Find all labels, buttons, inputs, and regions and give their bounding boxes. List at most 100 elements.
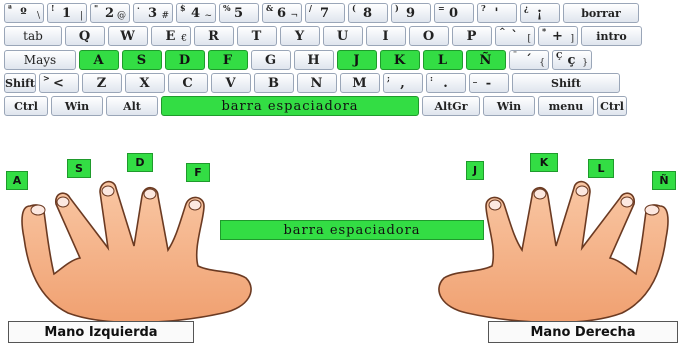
key-label: tab — [23, 29, 43, 43]
keyboard-row-bottom-letters: Shift >< Z X C V B N M ;, :. _- Shift — [4, 73, 620, 95]
key-intro[interactable]: intro — [581, 26, 642, 46]
key-inverted-exclamation[interactable]: ¿¡ — [520, 3, 560, 23]
key-altgr-char: ~ — [204, 11, 212, 21]
key-altgr-char: { — [539, 58, 545, 68]
key-r[interactable]: R — [194, 26, 234, 46]
key-shift-right[interactable]: Shift — [512, 73, 620, 93]
key-9[interactable]: )9 — [391, 3, 431, 23]
key-win-left[interactable]: Win — [51, 96, 103, 116]
key-u[interactable]: U — [323, 26, 363, 46]
key-char: < — [53, 75, 65, 91]
key-ctrl-right[interactable]: Ctrl — [597, 96, 627, 116]
key-plus[interactable]: *+] — [538, 26, 578, 46]
key-apostrophe[interactable]: ?' — [477, 3, 517, 23]
key-char: 4 — [190, 5, 202, 21]
key-char: . — [443, 75, 449, 91]
key-minus[interactable]: _- — [469, 73, 509, 93]
key-8[interactable]: (8 — [348, 3, 388, 23]
key-altgr-char: \ — [36, 11, 40, 21]
key-label: intro — [596, 29, 627, 43]
key-char: 1 — [61, 5, 73, 21]
key-t[interactable]: T — [237, 26, 277, 46]
key-alt[interactable]: Alt — [106, 96, 158, 116]
key-p[interactable]: P — [452, 26, 492, 46]
key-6[interactable]: &6¬ — [262, 3, 302, 23]
key-shift-char: / — [309, 3, 312, 13]
key-space[interactable]: barra espaciadora — [161, 96, 419, 116]
key-f[interactable]: F — [208, 50, 248, 70]
finger-label-j: J — [466, 161, 484, 180]
key-g[interactable]: G — [251, 50, 291, 70]
key-shift-char: ^ — [499, 26, 506, 36]
key-a[interactable]: A — [79, 50, 119, 70]
key-q[interactable]: Q — [65, 26, 105, 46]
key-b[interactable]: B — [254, 73, 294, 93]
key-shift-char: _ — [473, 73, 477, 83]
key-grave[interactable]: ^`[ — [495, 26, 535, 46]
key-shift-char: ª — [8, 3, 12, 13]
key-char: K — [393, 52, 407, 68]
key-x[interactable]: X — [125, 73, 165, 93]
key-shift-char: & — [266, 3, 274, 13]
key-2[interactable]: "2@ — [90, 3, 130, 23]
key-label: Ctrl — [600, 99, 624, 113]
key-d[interactable]: D — [165, 50, 205, 70]
key-s[interactable]: S — [122, 50, 162, 70]
key-j[interactable]: J — [337, 50, 377, 70]
key-label: Ctrl — [14, 99, 38, 113]
key-comma[interactable]: ;, — [383, 73, 423, 93]
key-tab[interactable]: tab — [4, 26, 62, 46]
key-shift-char: % — [223, 3, 231, 13]
key-borrar[interactable]: borrar — [563, 3, 639, 23]
key-char: R — [208, 28, 220, 44]
key-period[interactable]: :. — [426, 73, 466, 93]
key-l[interactable]: L — [423, 50, 463, 70]
key-7[interactable]: /7 — [305, 3, 345, 23]
key-altgr-char: | — [79, 11, 83, 21]
key-m[interactable]: M — [340, 73, 380, 93]
key-y[interactable]: Y — [280, 26, 320, 46]
key-char: ' — [494, 5, 500, 21]
key-o[interactable]: O — [409, 26, 449, 46]
key-char: T — [251, 28, 263, 44]
key-c[interactable]: C — [168, 73, 208, 93]
key-shift-left[interactable]: Shift — [4, 73, 36, 93]
key-char: Z — [96, 75, 108, 91]
key-n-tilde[interactable]: Ñ — [466, 50, 506, 70]
key-char: V — [225, 75, 237, 91]
key-win-right[interactable]: Win — [483, 96, 535, 116]
key-label: Mays — [23, 53, 57, 67]
key-shift-char: " — [94, 3, 99, 13]
key-v[interactable]: V — [211, 73, 251, 93]
key-4[interactable]: $4~ — [176, 3, 216, 23]
key-k[interactable]: K — [380, 50, 420, 70]
key-shift-char: = — [438, 3, 445, 13]
key-shift-char: ? — [481, 3, 486, 13]
key-i[interactable]: I — [366, 26, 406, 46]
key-1[interactable]: !1| — [47, 3, 87, 23]
key-h[interactable]: H — [294, 50, 334, 70]
key-n[interactable]: N — [297, 73, 337, 93]
key-0[interactable]: =0 — [434, 3, 474, 23]
key-altgr-char: } — [582, 58, 588, 68]
key-5[interactable]: %5 — [219, 3, 259, 23]
key-mays[interactable]: Mays — [4, 50, 76, 70]
key-menu[interactable]: menu — [538, 96, 594, 116]
key-label: Win — [496, 99, 522, 113]
key-less-than[interactable]: >< — [39, 73, 79, 93]
finger-label-k: K — [530, 153, 558, 172]
key-altgr-char: [ — [527, 34, 531, 44]
key-3[interactable]: ·3# — [133, 3, 173, 23]
thumb-space-label: barra espaciadora — [220, 220, 484, 240]
key-altgr[interactable]: AltGr — [422, 96, 480, 116]
key-e[interactable]: E€ — [151, 26, 191, 46]
key-ctrl-left[interactable]: Ctrl — [4, 96, 48, 116]
key-z[interactable]: Z — [82, 73, 122, 93]
key-w[interactable]: W — [108, 26, 148, 46]
key-acute[interactable]: ¨´{ — [509, 50, 549, 70]
